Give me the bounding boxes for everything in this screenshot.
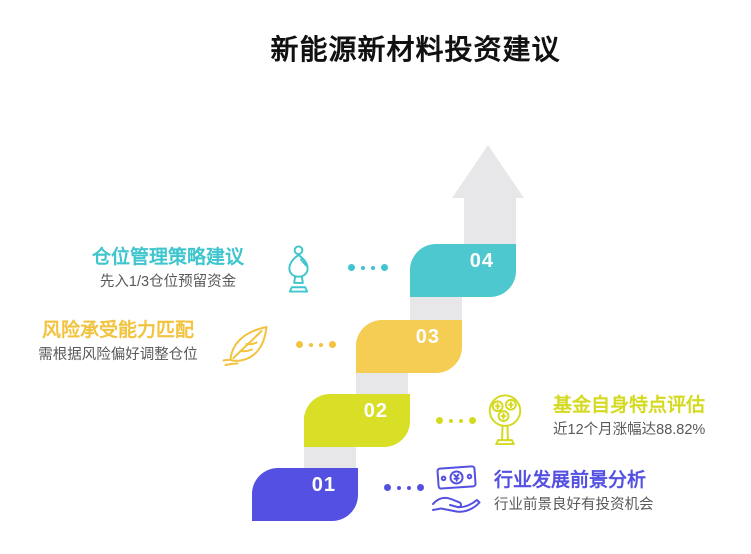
annotation-step-01: 行业发展前景分析 行业前景良好有投资机会 xyxy=(494,470,718,514)
step-ribbon-01: 01 xyxy=(252,468,358,521)
money-tree-icon xyxy=(482,392,528,447)
step-ribbon-04: 04 xyxy=(410,244,516,297)
step-number-02: 02 xyxy=(363,400,388,422)
leader-dots-03 xyxy=(296,341,336,348)
annotation-title-04: 仓位管理策略建议 xyxy=(91,247,244,268)
annotation-subtitle-04: 先入1/3仓位预留资金 xyxy=(99,273,237,290)
leader-dots-02 xyxy=(436,417,476,424)
leader-dots-01 xyxy=(384,484,424,491)
annotation-step-03: 风险承受能力匹配 需根据风险偏好调整仓位 xyxy=(12,320,224,364)
page-title: 新能源新材料投资建议 xyxy=(270,34,561,65)
up-arrow-icon xyxy=(452,145,524,198)
chess-bishop-icon xyxy=(282,244,315,294)
annotation-subtitle-03: 需根据风险偏好调整仓位 xyxy=(38,346,198,363)
step-number-04: 04 xyxy=(469,250,494,272)
leaf-icon xyxy=(220,320,273,370)
annotation-subtitle-01: 行业前景良好有投资机会 xyxy=(494,496,654,513)
step-ribbon-02: 02 xyxy=(304,394,410,447)
leader-dots-04 xyxy=(348,264,388,271)
step-ribbon-03: 03 xyxy=(356,320,462,373)
annotation-step-02: 基金自身特点评估 近12个月涨幅达88.82% xyxy=(553,395,751,439)
annotation-title-02: 基金自身特点评估 xyxy=(553,395,706,416)
annotation-step-04: 仓位管理策略建议 先入1/3仓位预留资金 xyxy=(62,247,274,291)
annotation-title-01: 行业发展前景分析 xyxy=(494,470,647,491)
money-in-hand-icon xyxy=(429,464,483,514)
annotation-title-03: 风险承受能力匹配 xyxy=(41,320,194,341)
annotation-subtitle-02: 近12个月涨幅达88.82% xyxy=(553,421,706,438)
step-number-03: 03 xyxy=(415,326,440,348)
step-number-01: 01 xyxy=(311,474,336,496)
